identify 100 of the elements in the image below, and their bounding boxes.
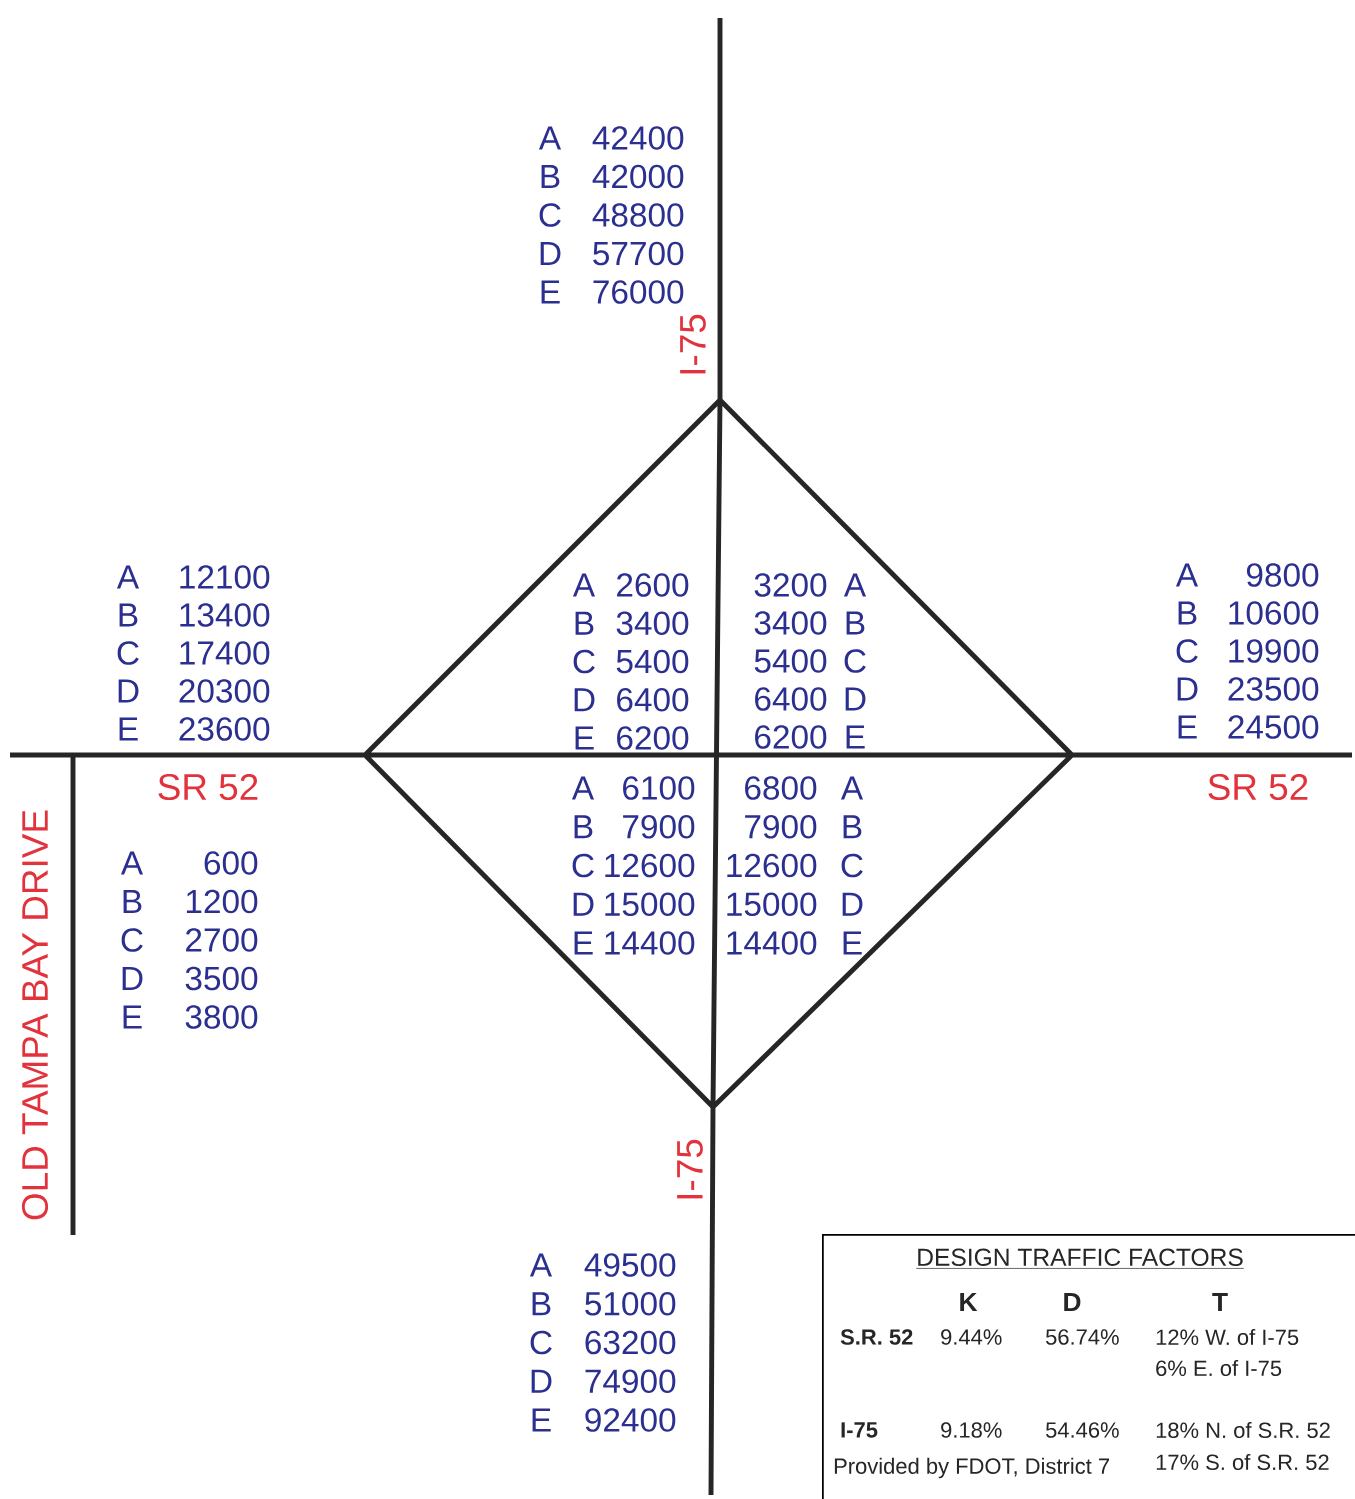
scenario-letter: D — [845, 687, 866, 711]
scenario-letter: E — [119, 717, 138, 741]
traffic-volume: 3200 — [754, 573, 827, 597]
road-name: OLD TAMPA BAY DRIVE — [21, 810, 49, 1220]
traffic-volume: 23500 — [1228, 677, 1319, 701]
scenario-letter: A — [1175, 563, 1199, 587]
scenario-letter: D — [531, 1369, 552, 1393]
traffic-volume: 6200 — [617, 726, 689, 750]
traffic-volume: 51000 — [585, 1291, 676, 1316]
traffic-volume: 49500 — [584, 1253, 676, 1277]
scenario-letter: A — [116, 565, 140, 589]
traffic-volume: 3400 — [754, 611, 827, 635]
table-cell: 56.74% — [1046, 1329, 1119, 1345]
row-header: I-75 — [841, 1422, 878, 1438]
traffic-volume: 92400 — [585, 1408, 676, 1432]
road-name: SR 52 — [158, 773, 258, 801]
traffic-volume: 15000 — [727, 892, 817, 917]
scenario-letter: C — [844, 649, 866, 673]
traffic-volume: 48800 — [592, 203, 684, 227]
traffic-volume: 7900 — [623, 814, 695, 839]
scenario-letter: D — [540, 242, 561, 265]
scenario-letter: A — [843, 573, 867, 597]
scenario-letter: B — [119, 603, 138, 627]
scenario-letter: B — [843, 815, 862, 839]
scenario-letter: E — [846, 725, 865, 749]
traffic-volume: 5400 — [616, 649, 689, 674]
scenario-letter: A — [120, 851, 144, 875]
traffic-volume: 12600 — [727, 853, 817, 878]
scenario-letter: C — [841, 853, 863, 878]
scenario-letter: E — [575, 726, 594, 750]
scenario-letter: B — [846, 611, 865, 635]
traffic-volume: 12100 — [180, 565, 270, 589]
traffic-volume: 2700 — [186, 928, 258, 952]
traffic-volume: 19900 — [1229, 639, 1319, 663]
scenario-letter: C — [121, 928, 143, 952]
scenario-letter: A — [529, 1253, 553, 1277]
traffic-volume: 6400 — [755, 687, 827, 711]
table-cell: 9.18% — [941, 1422, 1002, 1438]
road-name: I-75 — [680, 314, 706, 374]
scenario-letter: C — [572, 853, 594, 878]
scenario-letter: A — [538, 126, 562, 150]
road-name: I-75 — [677, 1139, 703, 1199]
scenario-letter: D — [573, 892, 594, 916]
scenario-letter: B — [532, 1292, 551, 1316]
traffic-volume: 42400 — [592, 126, 684, 150]
column-header: K — [960, 1292, 978, 1312]
scenario-letter: B — [541, 165, 560, 188]
traffic-volume: 1200 — [186, 889, 258, 914]
scenario-letter: A — [571, 776, 595, 800]
traffic-volume: 15000 — [605, 892, 695, 917]
row-header: S.R. 52 — [840, 1329, 913, 1345]
traffic-volume: 24500 — [1228, 715, 1319, 739]
scenario-letter: B — [1178, 601, 1197, 625]
column-header: T — [1212, 1292, 1228, 1312]
scenario-letter: A — [840, 776, 864, 800]
scenario-letter: C — [530, 1330, 552, 1355]
table-cell: 12% W. of I-75 — [1156, 1328, 1299, 1346]
traffic-volume: 2600 — [617, 573, 689, 597]
column-header: D — [1064, 1292, 1081, 1312]
scenario-letter: E — [843, 931, 862, 955]
scenario-letter: E — [541, 280, 560, 304]
traffic-volume: 6100 — [623, 776, 695, 800]
traffic-volume: 23600 — [179, 717, 270, 741]
table-cell: 6% E. of I-75 — [1156, 1359, 1282, 1377]
scenario-letter: C — [117, 641, 139, 665]
traffic-volume: 20300 — [179, 679, 270, 703]
traffic-volume: 6400 — [617, 687, 689, 712]
traffic-volume: 3400 — [616, 611, 689, 636]
traffic-volume: 42000 — [592, 164, 684, 189]
traffic-volume: 14400 — [605, 931, 695, 955]
traffic-volume: 6200 — [755, 725, 827, 749]
scenario-letter: D — [1177, 677, 1198, 701]
traffic-volume: 3500 — [185, 966, 258, 991]
table-cell: 9.44% — [941, 1329, 1002, 1345]
table-title: DESIGN TRAFFIC FACTORS — [915, 1248, 1245, 1269]
scenario-letter: D — [574, 688, 595, 712]
traffic-volume: 76000 — [593, 280, 684, 304]
table-cell: 54.46% — [1046, 1422, 1119, 1438]
scenario-letter: D — [122, 967, 143, 990]
scenario-letter: B — [123, 890, 142, 913]
scenario-letter: D — [842, 892, 863, 916]
traffic-volume: 63200 — [585, 1330, 676, 1355]
table-cell: 18% N. of S.R. 52 — [1156, 1421, 1330, 1439]
traffic-volume: 7900 — [745, 814, 817, 839]
traffic-volume: 5400 — [754, 649, 827, 673]
road-name: SR 52 — [1208, 773, 1308, 801]
scenario-letter: E — [1178, 715, 1197, 739]
scenario-letter: C — [573, 649, 595, 674]
traffic-volume: 17400 — [180, 641, 270, 665]
traffic-volume: 12600 — [605, 853, 695, 878]
traffic-volume: 74900 — [585, 1369, 676, 1394]
scenario-letter: C — [1176, 639, 1198, 663]
scenario-letter: C — [539, 203, 561, 227]
scenario-letter: E — [532, 1408, 551, 1432]
traffic-volume: 6800 — [745, 776, 817, 800]
scenario-letter: A — [572, 573, 596, 597]
scenario-letter: E — [574, 931, 593, 955]
traffic-volume: 14400 — [727, 931, 817, 955]
scenario-letter: B — [575, 611, 594, 635]
traffic-volume: 600 — [204, 851, 258, 875]
